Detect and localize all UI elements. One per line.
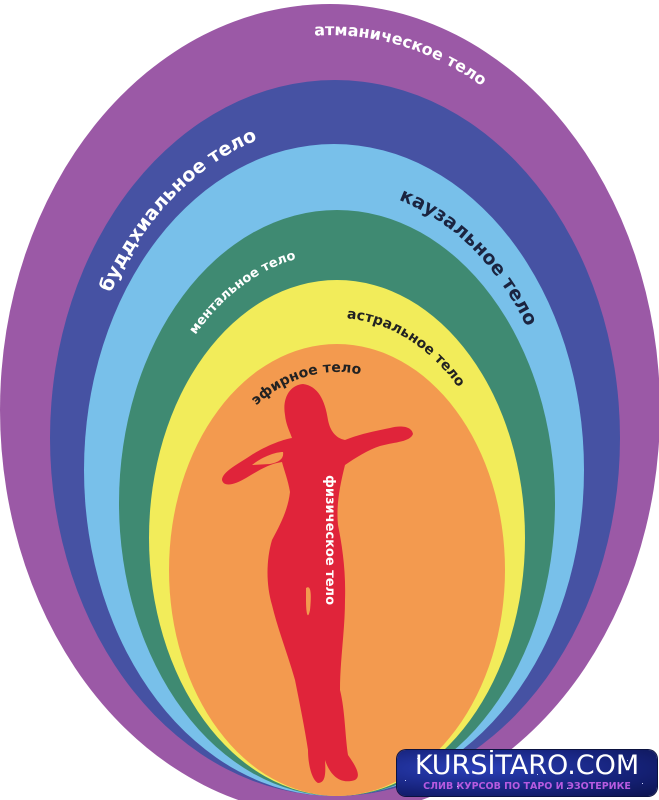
arm-gap xyxy=(252,452,284,465)
watermark-title: KURSİTARO.COM xyxy=(414,750,640,781)
human-silhouette xyxy=(222,384,413,783)
leg-gap xyxy=(306,587,311,616)
physical-body-label: физическое тело xyxy=(322,475,337,605)
watermark-banner: KURSİTARO.COM СЛИВ КУРСОВ ПО ТАРО И ЭЗОТ… xyxy=(397,750,657,796)
watermark-subtitle: СЛИВ КУРСОВ ПО ТАРО И ЭЗОТЕРИКЕ xyxy=(423,781,631,792)
